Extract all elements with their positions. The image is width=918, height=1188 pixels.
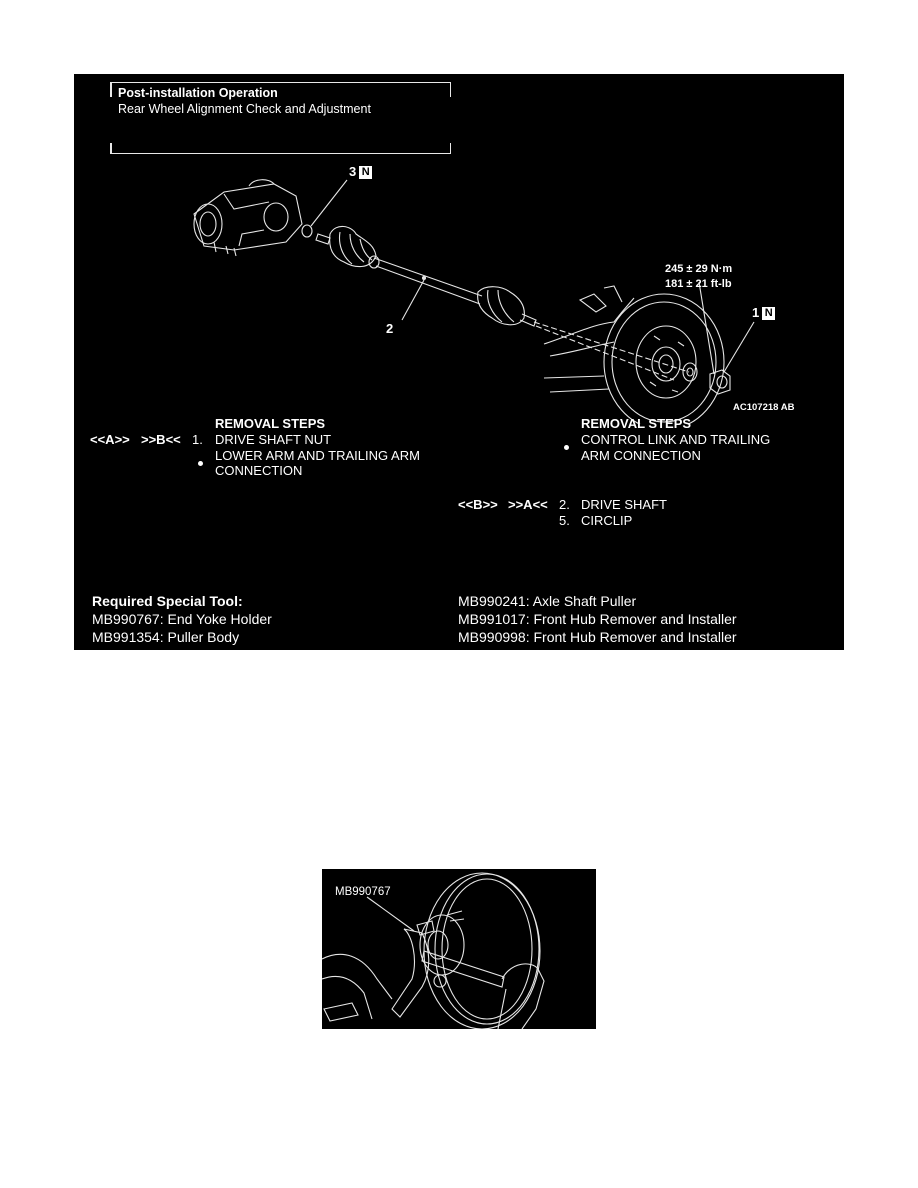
brake-drum-icon [603, 293, 725, 424]
step-text: DRIVE SHAFT [581, 497, 667, 512]
new-part-badge: N [359, 166, 373, 179]
tool-callout-label: MB990767 [335, 886, 391, 898]
step-text: DRIVE SHAFT NUT [215, 432, 332, 447]
bullet-icon [198, 461, 203, 466]
tool-item: MB991017: Front Hub Remover and Installe… [458, 611, 737, 627]
hub-holder-illustration-icon [322, 872, 545, 1029]
post-installation-title: Post-installation Operation [118, 86, 278, 100]
special-tools-header: Required Special Tool: [92, 593, 243, 609]
bullet-icon [564, 445, 569, 450]
post-installation-box: Post-installation Operation Rear Wheel A… [110, 82, 451, 154]
removal-steps-right: REMOVAL STEPS CONTROL LINK AND TRAILING … [458, 416, 771, 528]
special-tools-right: MB990241: Axle Shaft Puller MB991017: Fr… [458, 592, 737, 646]
step-row: <<A>> [90, 432, 130, 447]
step-text: LOWER ARM AND TRAILING ARM [215, 448, 420, 463]
shaft-icon [373, 257, 483, 305]
end-yoke-holder-figure: MB990767 [322, 869, 596, 1029]
step-text-cont: CONNECTION [215, 463, 303, 478]
torque-spec: 245 ± 29 N·m 181 ± 21 ft-lb [665, 263, 733, 290]
trailing-arm-icon [543, 285, 635, 393]
inner-cv-joint-icon [315, 225, 380, 269]
tool-item: MB991354: Puller Body [92, 629, 240, 645]
callout-drive-shaft: 2 [386, 321, 394, 336]
drive-shaft-nut-icon [709, 369, 731, 395]
figure-id: AC107218 AB [733, 402, 795, 413]
special-tools-left: Required Special Tool: MB990767: End Yok… [92, 592, 272, 646]
tool-item: MB990241: Axle Shaft Puller [458, 593, 637, 609]
post-installation-text: Rear Wheel Alignment Check and Adjustmen… [118, 102, 371, 116]
removal-steps-header: REMOVAL STEPS [215, 416, 326, 431]
removal-steps-left: REMOVAL STEPS <<A>> >>B<< 1. DRIVE SHAFT… [90, 416, 420, 478]
drive-shaft-exploded-diagram [193, 179, 755, 424]
step-text: CIRCLIP [581, 513, 633, 528]
outer-cv-joint-icon [477, 286, 537, 327]
step-text: CONTROL LINK AND TRAILING [581, 432, 771, 447]
washer-icon [682, 362, 698, 382]
tool-item: MB990767: End Yoke Holder [92, 611, 272, 627]
new-part-badge: N [762, 307, 776, 320]
circlip-icon [301, 224, 313, 238]
removal-steps-header: REMOVAL STEPS [581, 416, 692, 431]
removal-diagram-panel: Post-installation Operation Rear Wheel A… [74, 74, 844, 650]
differential-icon [193, 179, 303, 257]
step-text-cont: ARM CONNECTION [581, 448, 701, 463]
tool-item: MB990998: Front Hub Remover and Installe… [458, 629, 737, 645]
